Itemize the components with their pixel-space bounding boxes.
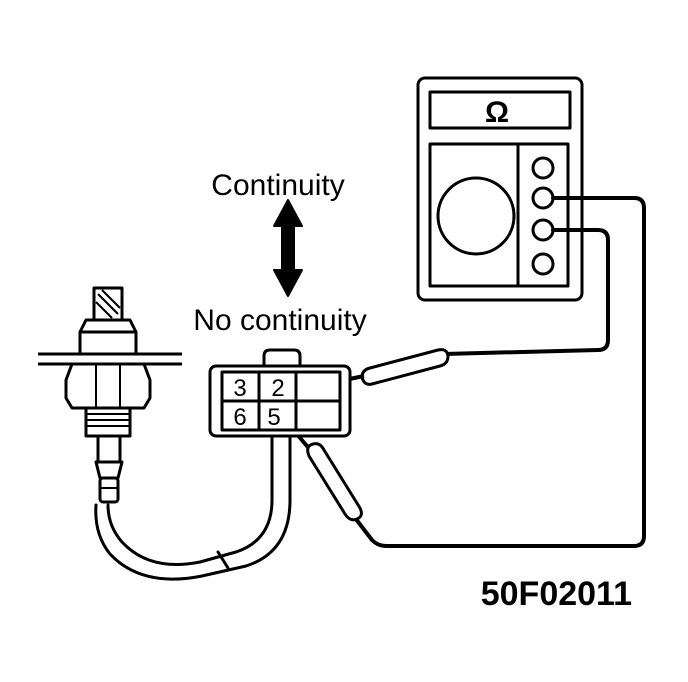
test-probe-lower xyxy=(288,424,363,522)
double-arrow-icon xyxy=(273,199,303,297)
figure-code: 50F02011 xyxy=(481,575,632,613)
meter-lead-upper xyxy=(350,196,646,548)
meter-lead-lower xyxy=(442,228,610,356)
terminal-3: 3 xyxy=(233,375,246,402)
no-continuity-label: No continuity xyxy=(193,304,366,337)
terminal-5: 5 xyxy=(267,404,280,431)
terminal-6: 6 xyxy=(233,404,246,431)
ohm-symbol: Ω xyxy=(485,96,509,129)
sensor-harness xyxy=(94,434,292,581)
connector-icon xyxy=(208,348,352,438)
oxygen-sensor-icon xyxy=(38,286,182,504)
terminal-2: 2 xyxy=(271,375,284,402)
continuity-label: Continuity xyxy=(211,169,344,202)
